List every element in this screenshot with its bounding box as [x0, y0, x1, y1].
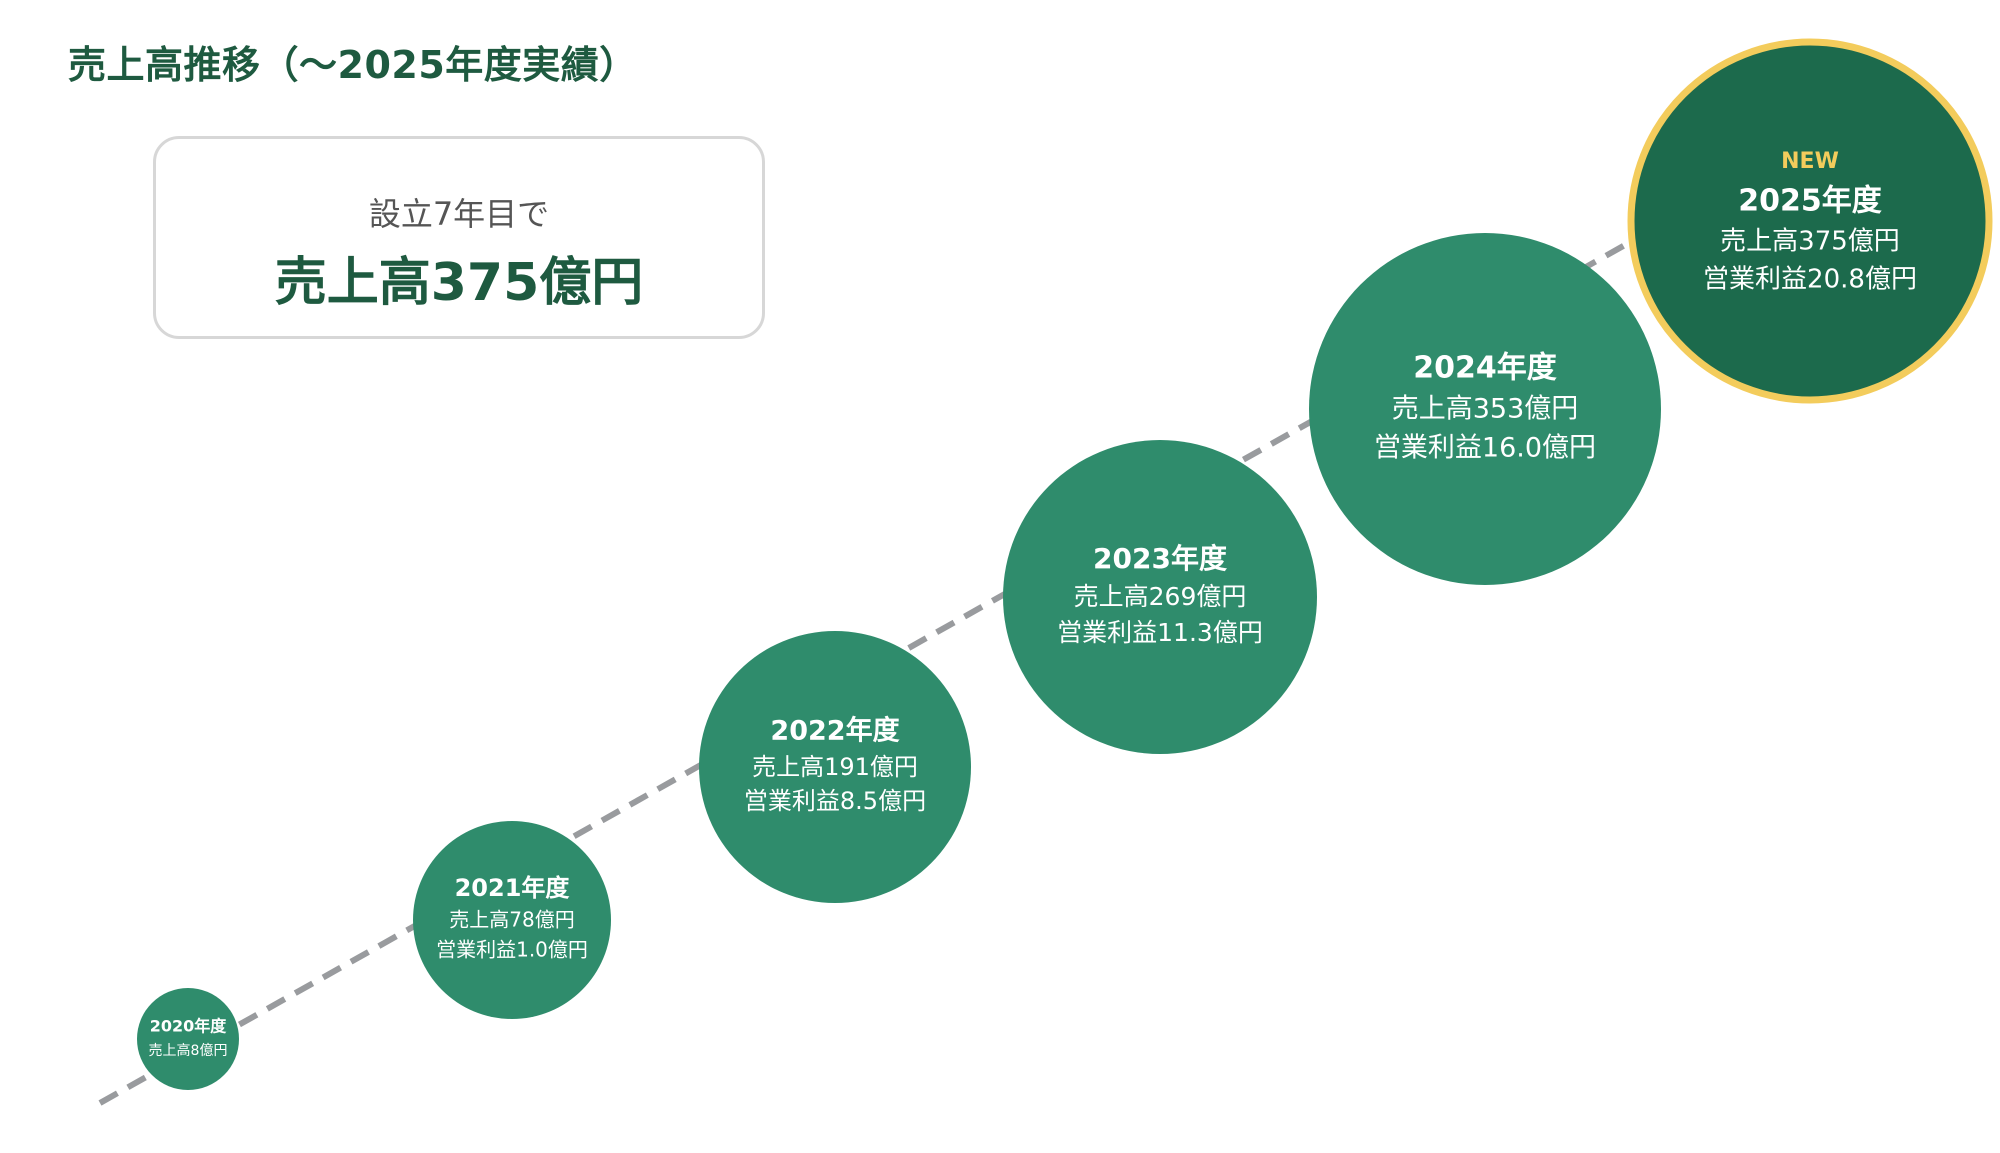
- bubble-year-label: 2022年度: [770, 715, 899, 747]
- bubble-year-label: 2020年度: [150, 1017, 228, 1036]
- highlight-subtitle: 設立7年目で: [368, 195, 550, 233]
- bubble-year-label: 2021年度: [455, 874, 571, 902]
- new-badge: NEW: [1781, 149, 1839, 174]
- bubble-year-label: 2024年度: [1413, 351, 1557, 386]
- bubble-circle-2025: [1627, 38, 1993, 404]
- bubble-profit-label: 営業利益11.3億円: [1057, 618, 1263, 647]
- bubble-profit-label: 営業利益20.8億円: [1703, 265, 1917, 295]
- page-title: 売上高推移（〜2025年度実績）: [68, 43, 638, 87]
- bubble-profit-label: 営業利益1.0億円: [436, 938, 588, 962]
- bubble-revenue-label: 売上高375億円: [1720, 227, 1900, 257]
- highlight-headline: 売上高375億円: [274, 253, 644, 313]
- bubble-revenue-label: 売上高78億円: [449, 908, 574, 932]
- bubble-circle-2021: [413, 821, 611, 1019]
- bubble-year-label: 2025年度: [1738, 184, 1882, 219]
- bubble-revenue-label: 売上高269億円: [1074, 582, 1247, 611]
- bubble-circle-2020: [137, 988, 239, 1090]
- bubble-circle-2024: [1309, 233, 1661, 585]
- bubble-revenue-label: 売上高191億円: [752, 753, 918, 781]
- bubble-year-label: 2023年度: [1093, 542, 1227, 575]
- bubble-profit-label: 営業利益16.0億円: [1374, 433, 1596, 464]
- bubble-profit-label: 営業利益8.5億円: [744, 787, 926, 815]
- bubble-revenue-label: 売上高8億円: [149, 1042, 228, 1059]
- bubble-circle-2023: [1003, 440, 1317, 754]
- bubble-revenue-label: 売上高353億円: [1392, 394, 1579, 425]
- highlight-card: 設立7年目で 売上高375億円: [153, 136, 765, 339]
- bubble-circle-2022: [699, 631, 971, 903]
